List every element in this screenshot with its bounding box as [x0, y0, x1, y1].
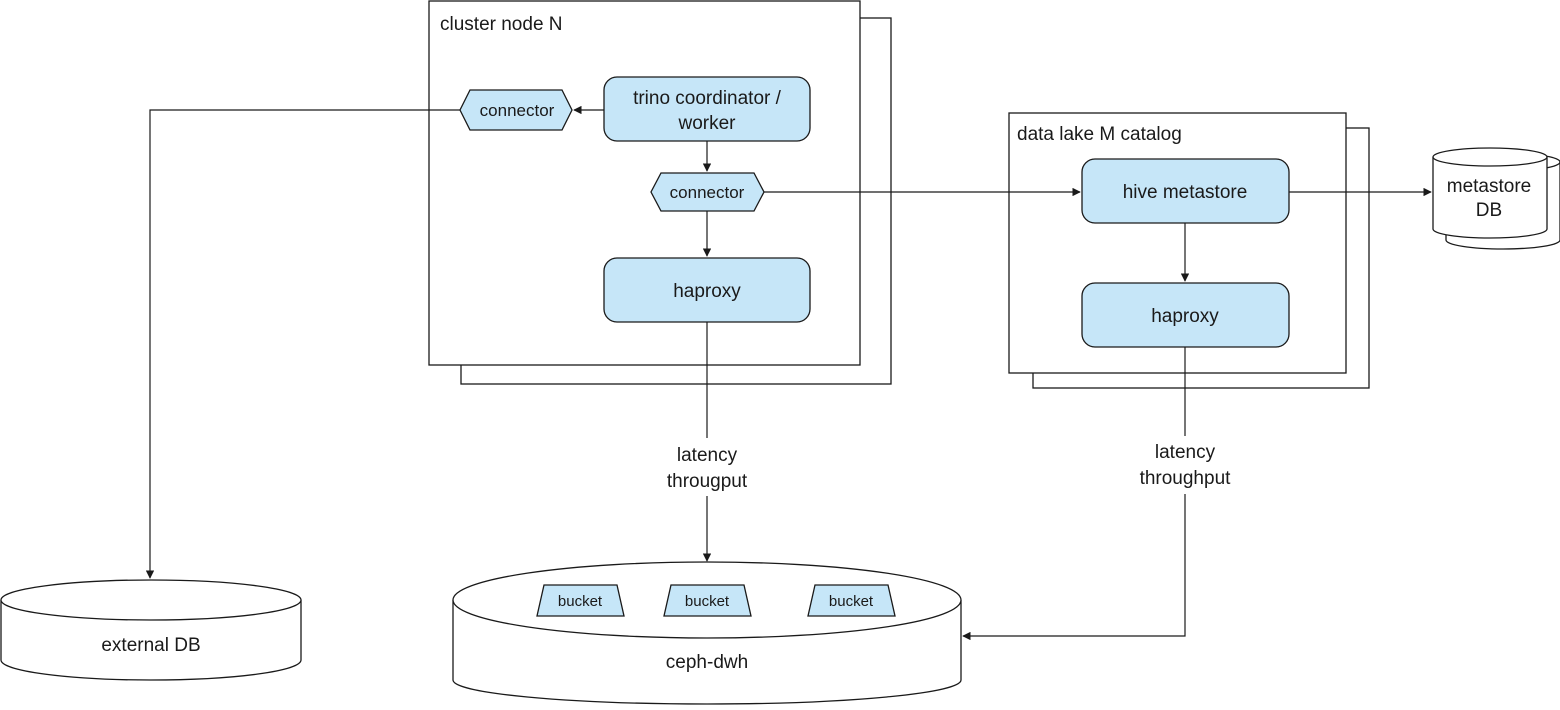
connector-to-external-db-arrow [145, 109, 460, 579]
datalake-link-label-line2: throughput [1140, 468, 1232, 489]
bucket-3-shape [807, 584, 896, 617]
cluster-node-title: cluster node N [440, 14, 563, 35]
metastore-db-label-line1: metastore [1447, 176, 1531, 197]
bucket-3-label: bucket [829, 593, 874, 610]
external-db-cylinder [0, 579, 302, 681]
metastore-db-label-line2: DB [1476, 200, 1502, 221]
cluster-link-label-line1: latency [677, 445, 738, 466]
metastore-db-cylinder [1432, 147, 1548, 239]
cluster-link-label-line2: througput [667, 471, 748, 492]
ceph-dwh-label: ceph-dwh [666, 652, 748, 673]
trino-label-line2: worker [677, 113, 736, 134]
datalake-title: data lake M catalog [1017, 124, 1182, 145]
cluster-haproxy-label: haproxy [673, 281, 741, 302]
ceph-dwh-cylinder [452, 561, 962, 705]
datalake-haproxy-to-ceph-arrow [962, 494, 1186, 641]
connector-metastore-label: connector [670, 183, 745, 202]
datalake-link-label-line1: latency [1155, 442, 1216, 463]
bucket-2-label: bucket [685, 593, 730, 610]
bucket-1-shape [536, 584, 625, 617]
hive-metastore-label: hive metastore [1123, 182, 1248, 203]
bucket-1-label: bucket [558, 593, 603, 610]
connector-external-label: connector [480, 101, 555, 120]
datalake-haproxy-label: haproxy [1151, 306, 1219, 327]
external-db-label: external DB [101, 635, 200, 656]
connector-metastore-shape [650, 172, 765, 212]
trino-label-line1: trino coordinator / [633, 88, 782, 109]
bucket-2-shape [663, 584, 752, 617]
